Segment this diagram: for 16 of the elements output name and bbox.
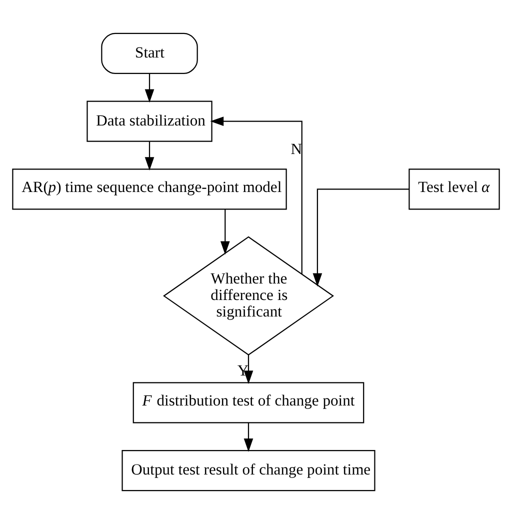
arrow [244, 354, 254, 384]
node-diamond: Whether the difference is significant [163, 236, 334, 356]
edge-label: N [290, 141, 302, 158]
node-box: AR(p) time sequence change-point model [12, 168, 287, 210]
node-box: Test level α [408, 168, 500, 210]
edge-label: Y [237, 362, 249, 380]
node-box: F distribution test of change point [132, 382, 364, 424]
node-box: Start [101, 32, 198, 74]
arrow [144, 74, 154, 103]
node-box: Output test result of change point time [122, 450, 376, 492]
arrow [244, 423, 254, 452]
arrow [144, 142, 154, 170]
arrow [210, 116, 302, 274]
arrow [220, 209, 230, 255]
node-box: Data stabilization [86, 100, 212, 142]
arrow [312, 188, 410, 287]
